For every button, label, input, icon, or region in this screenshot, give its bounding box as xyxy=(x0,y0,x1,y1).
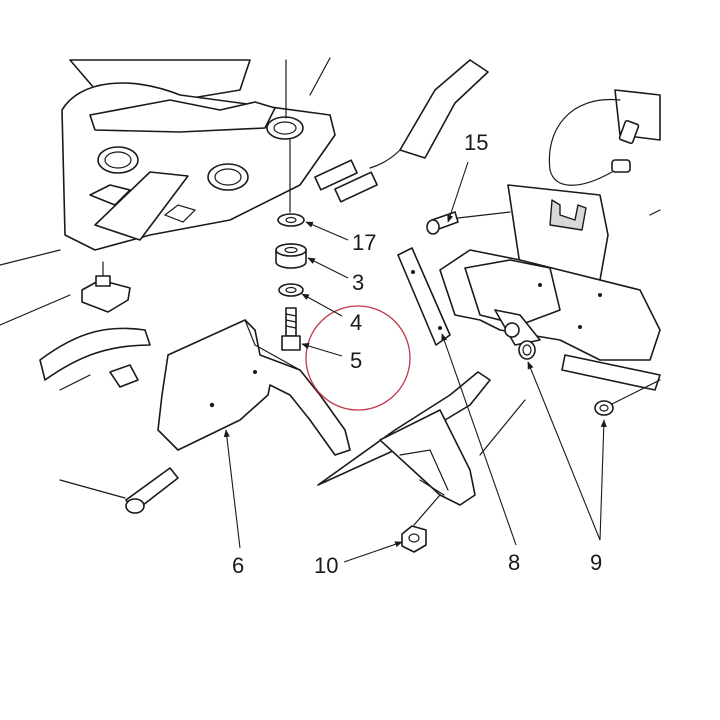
fastener-stack xyxy=(275,139,307,351)
highlight-circle xyxy=(305,305,411,411)
callout-5: 5 xyxy=(350,348,362,373)
leader-lines xyxy=(223,161,607,563)
leader-15 xyxy=(447,161,469,223)
plate-mount-assembly xyxy=(426,89,661,416)
callout-17: 17 xyxy=(352,230,376,255)
undertray-assembly xyxy=(0,57,489,391)
leader-17 xyxy=(305,221,349,241)
leader-4 xyxy=(301,293,343,317)
bracket-part-6 xyxy=(59,319,351,514)
leader-9b xyxy=(599,419,607,541)
callout-6: 6 xyxy=(232,553,244,578)
callout-4: 4 xyxy=(350,310,362,335)
callout-3: 3 xyxy=(352,270,364,295)
callout-9: 9 xyxy=(590,550,602,575)
leader-8 xyxy=(441,333,517,546)
callout-labels: 15 17 3 4 5 6 10 8 9 xyxy=(232,130,602,578)
leader-9a xyxy=(527,361,601,541)
leader-10 xyxy=(343,541,403,563)
callout-10: 10 xyxy=(314,553,338,578)
nut-part-10 xyxy=(401,494,441,553)
callout-8: 8 xyxy=(508,550,520,575)
leader-6 xyxy=(223,429,241,549)
callout-15: 15 xyxy=(464,130,488,155)
leader-5 xyxy=(301,343,343,357)
leader-3 xyxy=(307,257,349,279)
